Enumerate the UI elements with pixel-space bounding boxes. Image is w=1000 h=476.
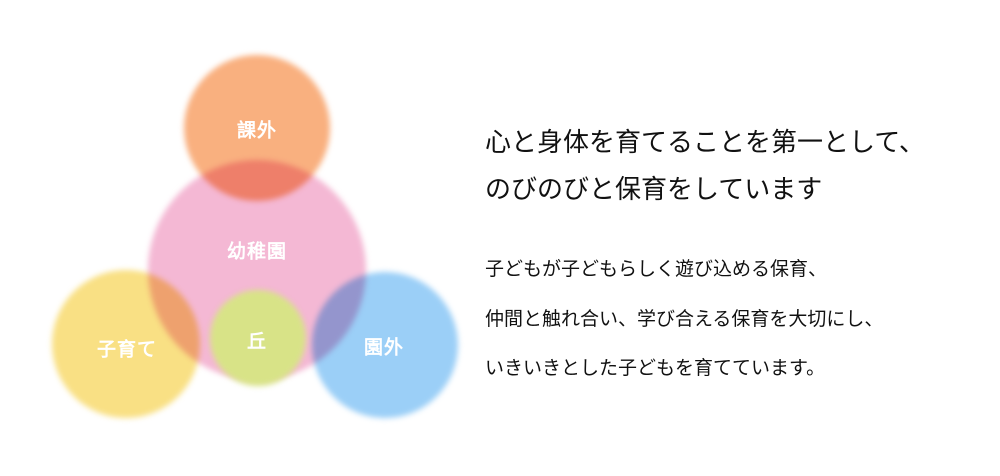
- venn-diagram: 課外 幼稚園 子育て 丘 園外: [0, 0, 470, 476]
- circle-engai: [312, 272, 458, 418]
- headline: 心と身体を育てることを第一として、 のびのびと保育をしています: [485, 120, 925, 214]
- circle-oka: [210, 290, 306, 386]
- label-oka: 丘: [246, 330, 268, 353]
- label-engai: 園外: [363, 336, 405, 359]
- body-line: 子どもが子どもらしく遊び込める保育、: [485, 258, 828, 280]
- label-youchien: 幼稚園: [226, 240, 288, 263]
- body-line: いきいきとした子どもを育てています。: [485, 357, 826, 379]
- headline-line: 心と身体を育てることを第一として、: [485, 128, 925, 158]
- headline-line: のびのびと保育をしています: [485, 175, 823, 205]
- circle-kosodate: [52, 270, 200, 418]
- body-line: 仲間と触れ合い、学び合える保育を大切にし、: [485, 307, 884, 330]
- circle-kagai: [184, 55, 330, 201]
- label-kagai: 課外: [236, 119, 278, 142]
- body-text: 子どもが子どもらしく遊び込める保育、 仲間と触れ合い、学び合える保育を大切にし、…: [485, 245, 883, 394]
- label-kosodate: 子育て: [96, 338, 158, 361]
